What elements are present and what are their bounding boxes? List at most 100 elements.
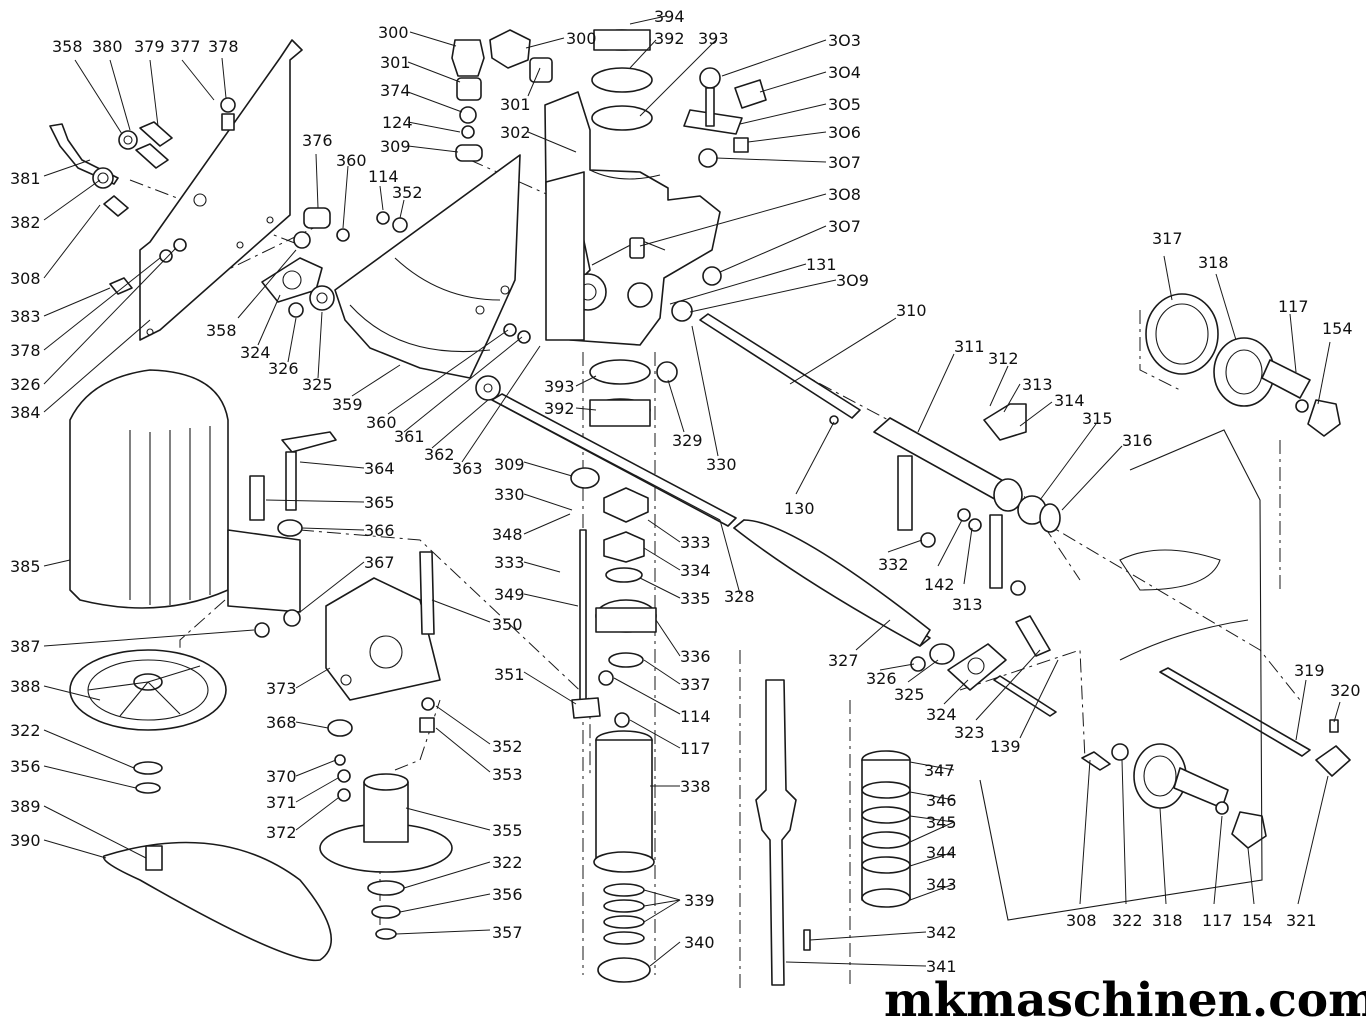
part-callout-392-b: 392 (544, 399, 575, 418)
part-callout-318-b: 318 (1152, 911, 1183, 930)
depth-scale-quadrant (334, 154, 531, 401)
part-callout-358-a: 358 (52, 37, 83, 56)
part-callout-348: 348 (492, 525, 523, 544)
part-callout-323: 323 (954, 723, 985, 742)
part-callout-382: 382 (10, 213, 41, 232)
part-callout-320: 320 (1330, 681, 1361, 700)
part-callout-352-a: 352 (392, 183, 423, 202)
part-callout-342: 342 (926, 923, 957, 942)
leader-lines (43, 15, 1341, 967)
part-callout-330-b: 330 (494, 485, 525, 504)
part-callout-387: 387 (10, 637, 41, 656)
part-callout-336: 336 (680, 647, 711, 666)
part-callout-308-a: 308 (10, 269, 41, 288)
part-callout-367: 367 (364, 553, 395, 572)
motor-pulley (69, 649, 227, 794)
rack-shaft (491, 393, 737, 527)
part-callout-303: 3O3 (828, 31, 861, 50)
flange-bearing-left (261, 257, 335, 318)
part-callout-309-c: 309 (494, 455, 525, 474)
bevel-gears (451, 29, 553, 162)
part-callout-333-b: 333 (680, 533, 711, 552)
part-callout-318-a: 318 (1198, 253, 1229, 272)
part-callout-309-a: 309 (380, 137, 411, 156)
part-callout-368: 368 (266, 713, 297, 732)
part-callout-326-b: 326 (268, 359, 299, 378)
main-spindle (755, 679, 811, 986)
spindle-pulley (319, 697, 453, 940)
part-callout-328: 328 (724, 587, 755, 606)
part-callout-349: 349 (494, 585, 525, 604)
part-callout-322-c: 322 (10, 721, 41, 740)
part-callout-300-a: 300 (378, 23, 409, 42)
part-callout-315: 315 (1082, 409, 1113, 428)
spindle-components (570, 467, 657, 728)
part-callout-390: 390 (10, 831, 41, 850)
part-callout-380: 380 (92, 37, 123, 56)
part-callout-142: 142 (924, 575, 955, 594)
disc-spring-stack (861, 750, 911, 908)
part-callout-317: 317 (1152, 229, 1183, 248)
part-callout-338: 338 (680, 777, 711, 796)
part-callout-337: 337 (680, 675, 711, 694)
part-callout-359: 359 (332, 395, 363, 414)
part-callout-308-b: 3O8 (828, 185, 861, 204)
quill-sleeve (593, 730, 655, 983)
part-callout-351: 351 (494, 665, 525, 684)
part-callout-352-b: 352 (492, 737, 523, 756)
part-callout-131: 131 (806, 255, 837, 274)
part-callout-333-a: 333 (494, 553, 525, 572)
part-callout-350: 350 (492, 615, 523, 634)
part-callout-383: 383 (10, 307, 41, 326)
handwheel-upper (1145, 293, 1341, 437)
part-callout-326-c: 326 (866, 669, 897, 688)
part-callout-373: 373 (266, 679, 297, 698)
part-callout-370: 370 (266, 767, 297, 786)
part-callout-326-a: 326 (10, 375, 41, 394)
part-callout-322-a: 322 (492, 853, 523, 872)
tube-311 (873, 403, 1061, 596)
part-callout-325-a: 325 (302, 375, 333, 394)
part-callout-325-b: 325 (894, 685, 925, 704)
part-callout-334: 334 (680, 561, 711, 580)
quill-rings-bottom (589, 359, 678, 427)
part-callout-321: 321 (1286, 911, 1317, 930)
part-callout-365: 365 (364, 493, 395, 512)
part-callout-307-a: 3O7 (828, 153, 861, 172)
part-callout-374: 374 (380, 81, 411, 100)
v-belt (102, 841, 333, 962)
part-callout-319: 319 (1294, 661, 1325, 680)
part-callout-322-b: 322 (1112, 911, 1143, 930)
part-callout-345: 345 (926, 813, 957, 832)
part-callout-356-b: 356 (10, 757, 41, 776)
part-callout-313-a: 313 (1022, 375, 1053, 394)
part-callout-358-b: 358 (206, 321, 237, 340)
part-callout-335: 335 (680, 589, 711, 608)
lever-handle (249, 431, 337, 638)
part-callout-343: 343 (926, 875, 957, 894)
part-callout-117-c: 117 (1202, 911, 1233, 930)
part-callout-306: 3O6 (828, 123, 861, 142)
part-callout-355: 355 (492, 821, 523, 840)
part-callout-377: 377 (170, 37, 201, 56)
part-callout-353: 353 (492, 765, 523, 784)
part-callout-301-a: 301 (380, 53, 411, 72)
part-callout-114-a: 114 (368, 167, 399, 186)
part-callout-301-b: 301 (500, 95, 531, 114)
part-callout-378-b: 378 (10, 341, 41, 360)
part-callout-393-a: 393 (698, 29, 729, 48)
part-callout-310: 310 (896, 301, 927, 320)
part-callout-384: 384 (10, 403, 41, 422)
part-callout-308-c: 308 (1066, 911, 1097, 930)
part-callout-324-b: 324 (926, 705, 957, 724)
part-callout-309-b: 3O9 (836, 271, 869, 290)
part-callout-364: 364 (364, 459, 395, 478)
lever-clamp-right (629, 67, 767, 286)
part-callout-385: 385 (10, 557, 41, 576)
part-callout-114-b: 114 (680, 707, 711, 726)
part-callout-311: 311 (954, 337, 985, 356)
part-callout-361: 361 (394, 427, 425, 446)
quill-rings-top (591, 29, 653, 131)
